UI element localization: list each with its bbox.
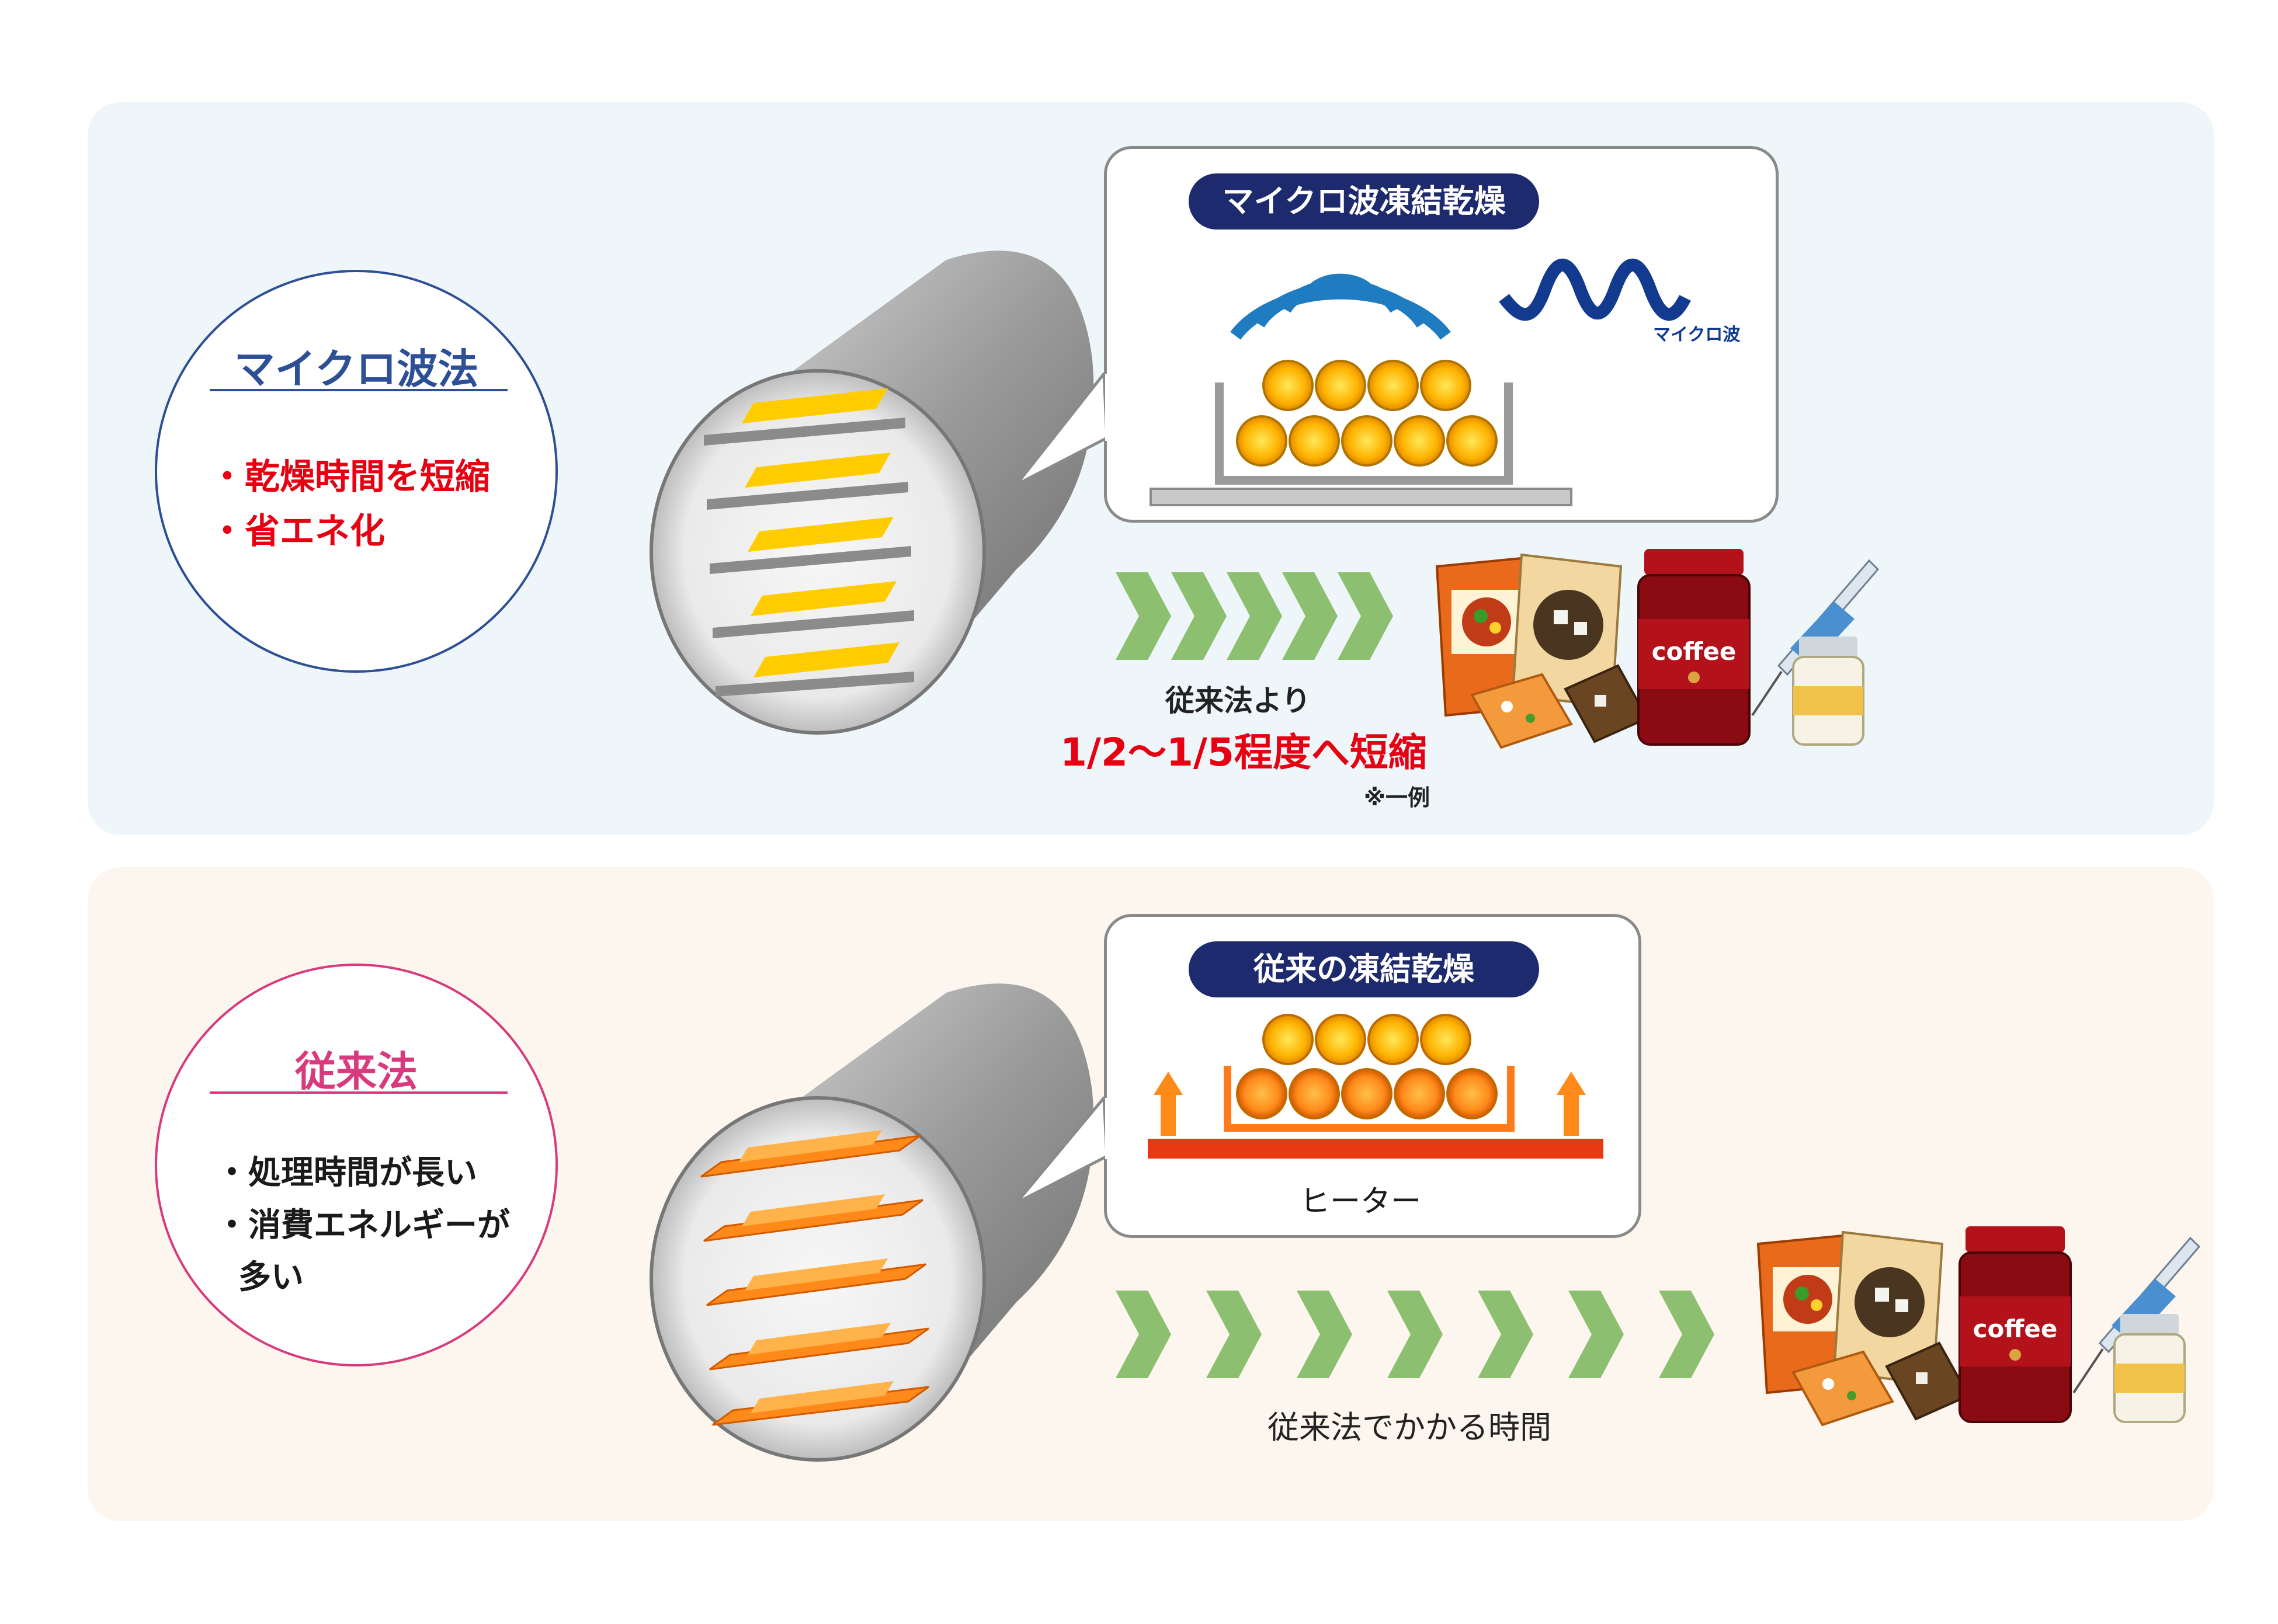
freeze-dried-products-image: coffee (1435, 549, 1880, 749)
tray (704, 388, 905, 446)
conventional-callout-title: 従来の凍結乾燥 (1189, 941, 1539, 997)
benefit-item: ・乾燥時間を短縮 (210, 457, 490, 498)
microwave-waves-icon (1230, 273, 1451, 340)
freeze-dried-products-image: coffee (1756, 1226, 2201, 1427)
food-balls-icon (1150, 360, 1572, 506)
callout-pointer (1015, 372, 1117, 486)
heater-diagram-icon (1148, 1014, 1603, 1159)
tray (703, 1194, 923, 1242)
orange-food-trays (700, 1130, 929, 1426)
microwave-method-circle: マイクロ波法 ・乾燥時間を短縮 ・省エネ化 (155, 270, 558, 673)
fast-process-chevrons (1116, 572, 1393, 660)
faster-caption: 従来法より (1165, 684, 1311, 718)
microwave-callout-title: マイクロ波凍結乾燥 (1189, 173, 1539, 229)
wave-symbol-icon (1499, 259, 1691, 321)
yellow-food-trays (704, 388, 914, 697)
conventional-method-title: 従来法 (295, 1048, 418, 1096)
title-divider (210, 1091, 508, 1094)
title-divider (210, 389, 508, 391)
drawback-item: ・処理時間が長い (216, 1154, 477, 1192)
drawback-item: ・消費エネルギーが (216, 1206, 510, 1244)
heater-label: ヒーター (1300, 1184, 1422, 1219)
food-blocks (1470, 664, 1649, 749)
coffee-label: coffee (1652, 637, 1737, 666)
tray (712, 1381, 929, 1426)
tray (716, 642, 914, 697)
drawback-item: 多い (216, 1258, 304, 1297)
coffee-jar: coffee (1637, 549, 1751, 746)
tray (713, 581, 914, 638)
conventional-time-caption: 従来法でかかる時間 (1268, 1409, 1551, 1446)
conventional-method-circle: 従来法 ・処理時間が長い ・消費エネルギーが 多い (155, 964, 558, 1366)
tray (700, 1130, 921, 1178)
tray (709, 1323, 929, 1371)
callout-pointer (1015, 1096, 1117, 1205)
tray (710, 517, 911, 574)
time-reduction-highlight: 1/2〜1/5程度へ短縮 (1060, 730, 1427, 775)
syringe-and-vial (1751, 559, 1880, 746)
microwave-dryer-chamber (650, 251, 1094, 735)
coffee-label: coffee (1973, 1314, 2058, 1343)
microwave-benefits-list: ・乾燥時間を短縮 ・省エネ化 (210, 450, 490, 559)
soup-pouch (1435, 556, 1538, 717)
tray (707, 453, 908, 510)
microwave-method-title: マイクロ波法 (234, 345, 479, 393)
example-note: ※一例 (1364, 785, 1430, 811)
conventional-callout: 従来の凍結乾燥 ヒーター (1104, 914, 1641, 1238)
conventional-dryer-chamber (650, 983, 1094, 1462)
microwave-callout: マイクロ波凍結乾燥 マイクロ波 (1104, 146, 1779, 523)
conventional-drawbacks-list: ・処理時間が長い ・消費エネルギーが 多い (216, 1147, 510, 1304)
slow-process-chevrons (1116, 1291, 1714, 1378)
wave-label: マイクロ波 (1653, 325, 1741, 345)
tray (706, 1258, 926, 1306)
benefit-item: ・省エネ化 (210, 511, 385, 552)
miso-pouch (1511, 553, 1623, 708)
